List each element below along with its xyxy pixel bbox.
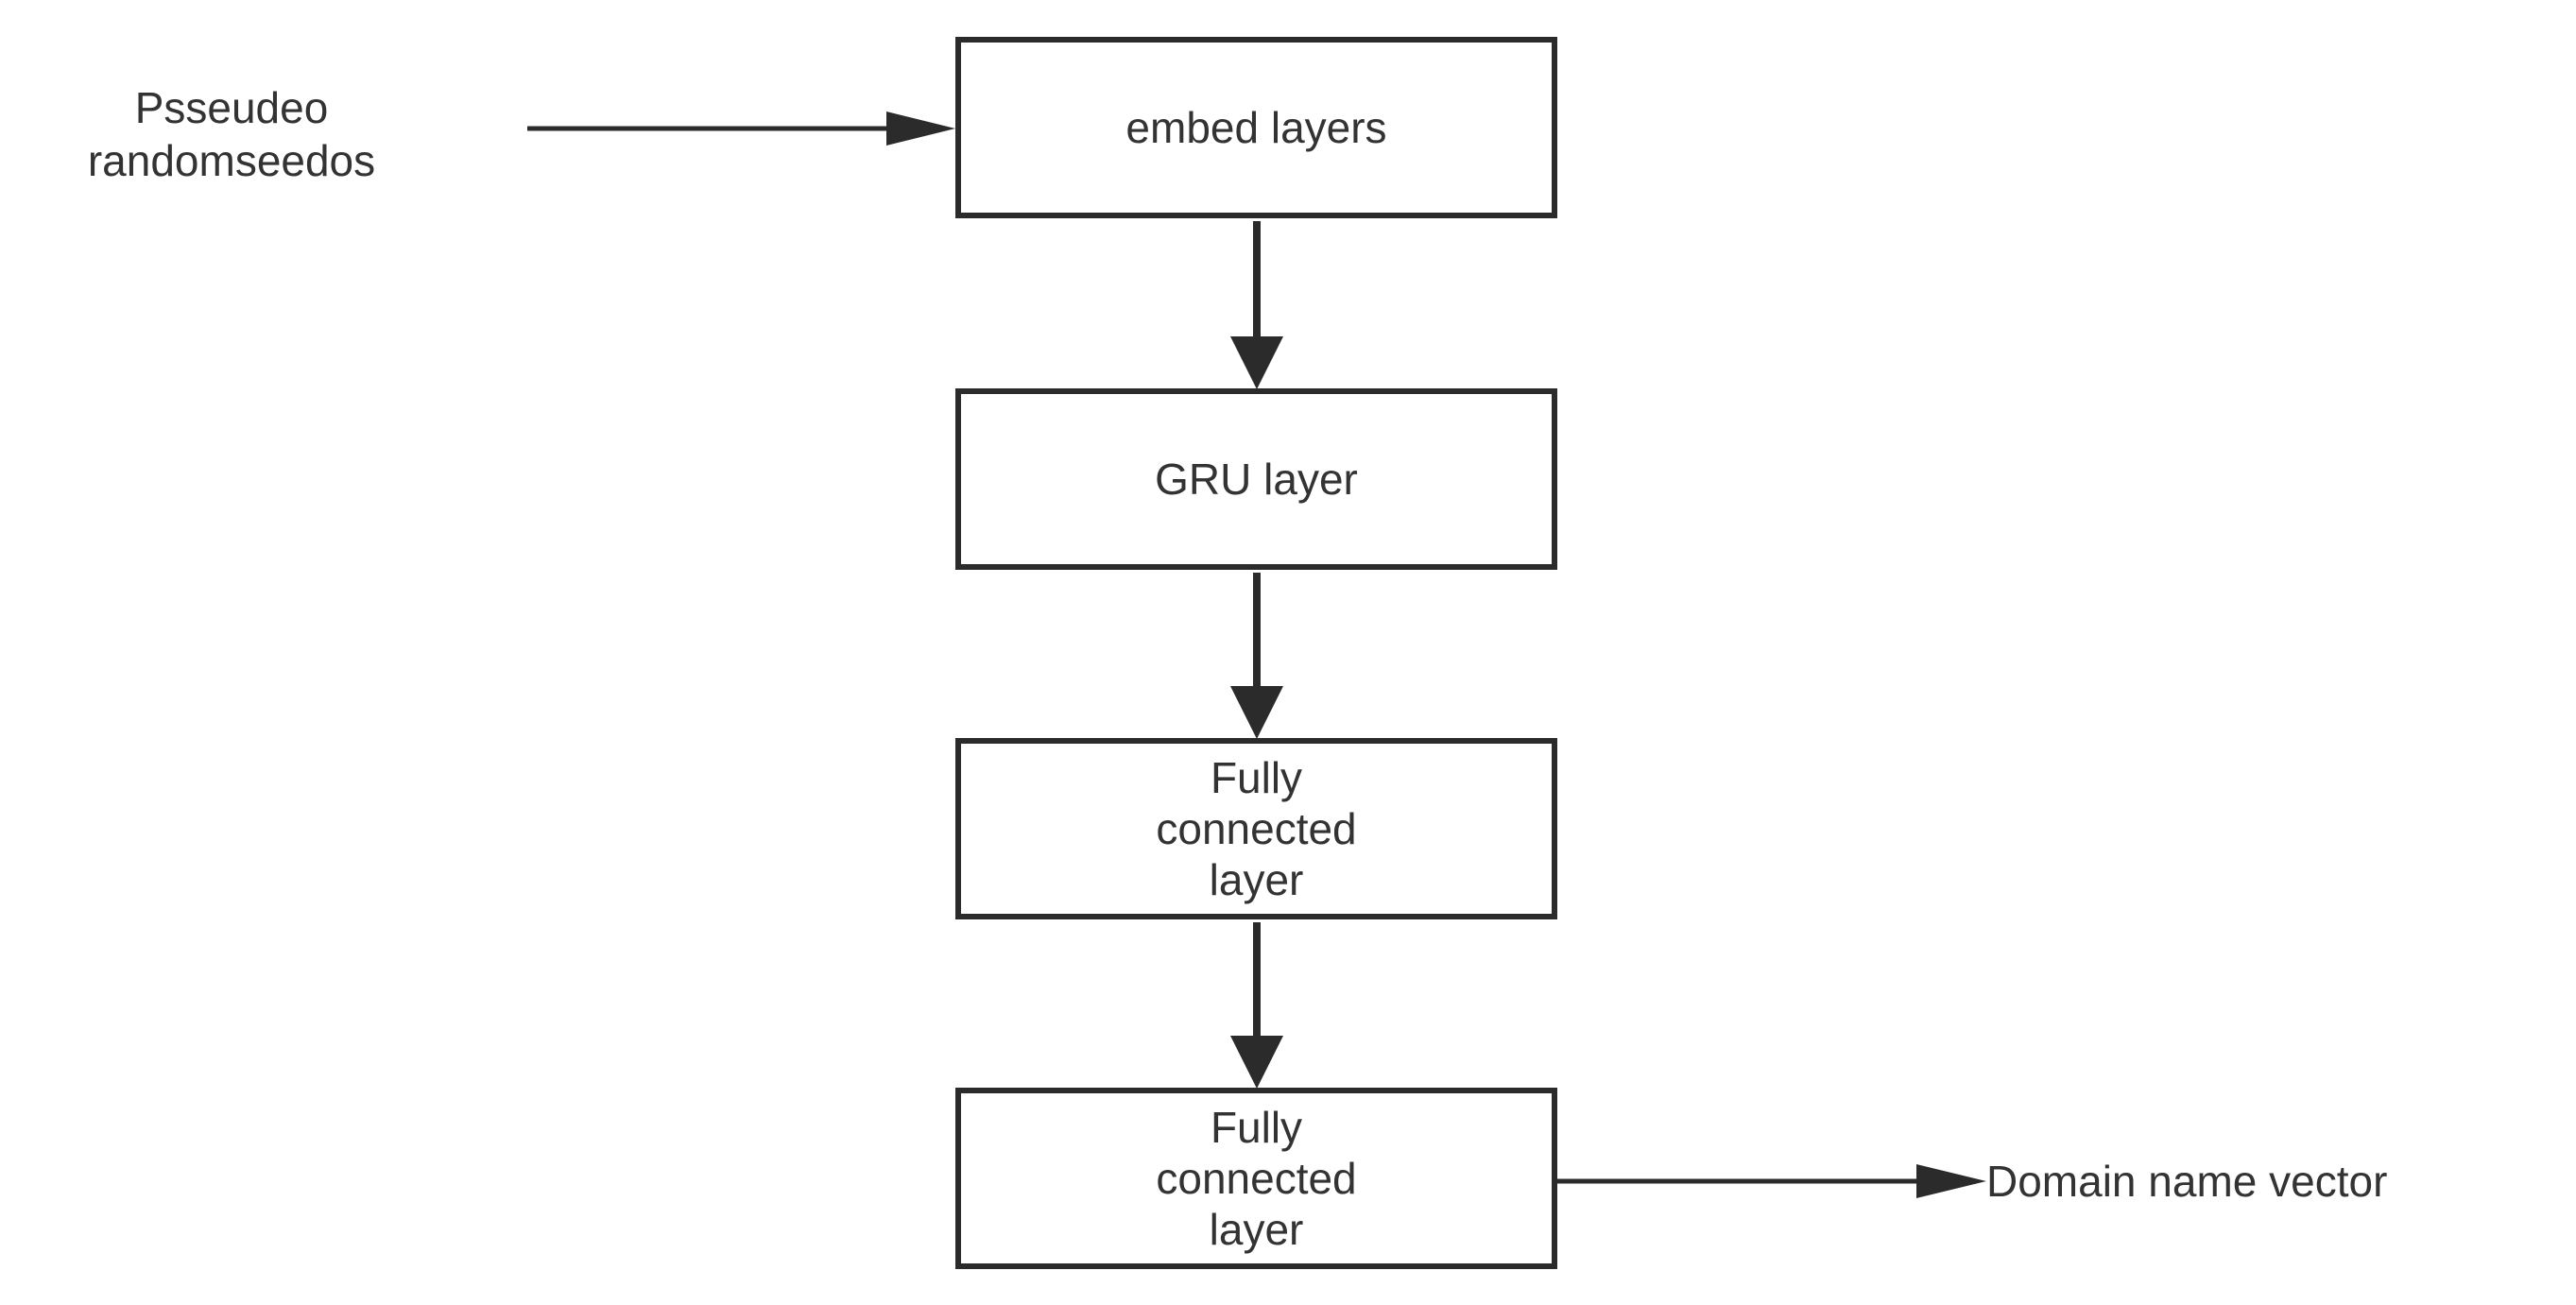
input-arrowhead <box>886 112 955 146</box>
arrow-fc1-to-fc2-head <box>1230 1036 1283 1089</box>
node-gru-layer-label: GRU layer <box>1155 455 1358 504</box>
node-fully-connected-2-label: Fully connected layer <box>1156 1103 1357 1254</box>
node-fully-connected-1: Fully connected layer <box>955 738 1557 919</box>
node-embed-layers-label: embed layers <box>1125 103 1387 152</box>
arrow-gru-to-fc1-head <box>1230 686 1283 739</box>
node-embed-layers: embed layers <box>955 37 1557 218</box>
output-arrowhead <box>1916 1164 1986 1198</box>
node-fully-connected-2: Fully connected layer <box>955 1088 1557 1269</box>
input-label: Psseudeo randomseedos <box>87 83 376 185</box>
node-gru-layer: GRU layer <box>955 388 1557 570</box>
node-fully-connected-1-label: Fully connected layer <box>1156 753 1357 904</box>
arrow-embed-to-gru-head <box>1230 336 1283 389</box>
output-label: Domain name vector <box>1986 1157 2388 1206</box>
